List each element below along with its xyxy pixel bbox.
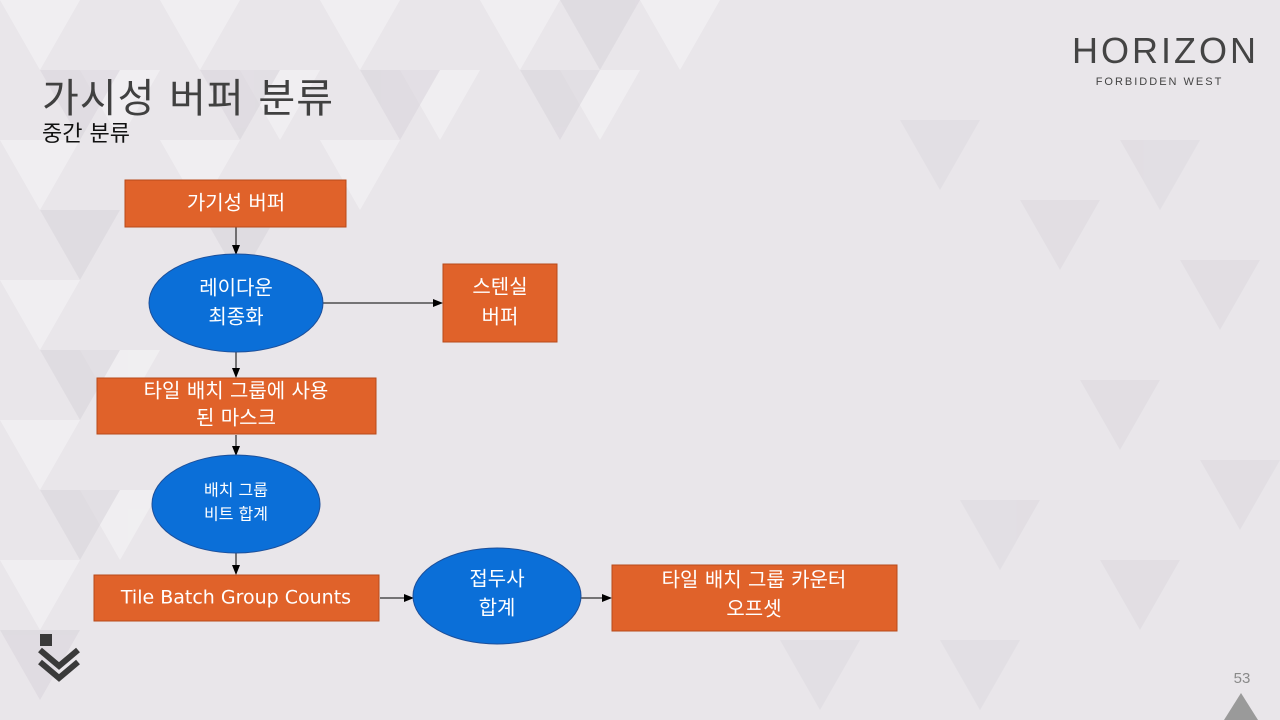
node-tile-batch-mask-line1: 타일 배치 그룹에 사용 [144, 379, 329, 403]
page-number: 53 [1233, 670, 1251, 687]
node-counter-offset-line2: 오프셋 [726, 597, 781, 621]
edges [232, 227, 612, 602]
node-stencil-buffer: 스텐실 버퍼 [442, 263, 558, 343]
node-raydown-optimize-line1: 레이다운 [199, 276, 273, 300]
slide-title: 가시성 버퍼 분류 [42, 76, 335, 122]
node-prefix-sum-line2: 합계 [479, 596, 516, 620]
node-stencil-buffer-line2: 버퍼 [482, 305, 519, 329]
node-tile-batch-group-counter-offset: 타일 배치 그룹 카운터 오프셋 [611, 564, 898, 632]
slide-subtitle: 중간 분류 [42, 122, 130, 147]
node-visibility-buffer-label: 가기성 버퍼 [187, 191, 285, 215]
horizon-logo: HORIZON FORBIDDEN WEST [1072, 30, 1259, 95]
node-tile-batch-group-counts: Tile Batch Group Counts [93, 574, 380, 622]
logo-main-text: HORIZON [1072, 30, 1259, 71]
node-stencil-buffer-line1: 스텐실 [472, 275, 527, 299]
node-batch-group-bitsum-line1: 배치 그룹 [204, 481, 268, 500]
node-prefix-sum-line1: 접두사 [469, 567, 524, 591]
node-tile-batch-group-counts-label: Tile Batch Group Counts [120, 587, 351, 609]
studio-logo-icon [38, 634, 80, 682]
node-visibility-buffer: 가기성 버퍼 [124, 179, 347, 228]
node-raydown-optimize-line2: 최종화 [208, 305, 263, 329]
node-raydown-optimize: 레이다운 최종화 [148, 253, 324, 353]
next-slide-arrow-icon[interactable] [1224, 693, 1258, 720]
node-batch-group-bitsum-line2: 비트 합계 [204, 505, 268, 524]
node-counter-offset-line1: 타일 배치 그룹 카운터 [662, 568, 847, 592]
node-tile-batch-mask: 타일 배치 그룹에 사용 된 마스크 [96, 377, 377, 435]
logo-sub-text: FORBIDDEN WEST [1095, 76, 1224, 88]
node-prefix-sum: 접두사 합계 [412, 547, 582, 645]
node-batch-group-bitsum: 배치 그룹 비트 합계 [151, 454, 321, 554]
node-tile-batch-mask-line2: 된 마스크 [196, 406, 276, 430]
